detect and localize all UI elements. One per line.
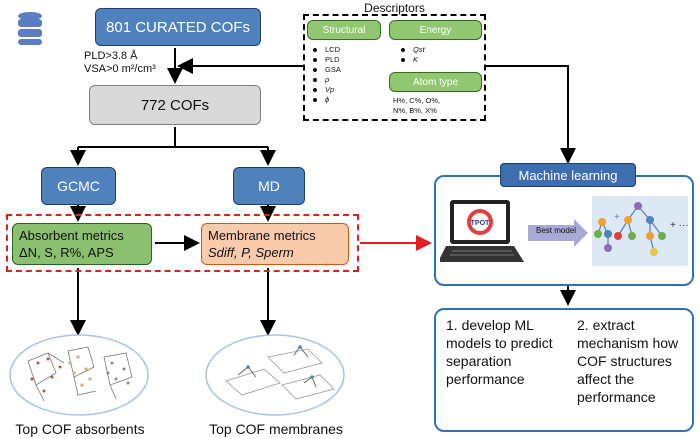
tpot-logo: TPOT [471, 220, 490, 227]
absorbent-metrics-box: Absorbent metrics ΔN, S, R%, APS [12, 223, 152, 265]
outcome-extract-mechanism: 2. extract mechanism how COF structures … [577, 317, 679, 405]
gcmc-box: GCMC [41, 167, 116, 205]
descriptor-item: Vp [313, 85, 341, 95]
curated-cofs-box: 801 CURATED COFs [95, 8, 261, 46]
descriptor-item: ϕ [313, 95, 341, 105]
descriptor-item: PLD [313, 55, 341, 65]
structural-tag: Structural [307, 20, 381, 40]
tree-model-graphic: + + ··· [592, 196, 688, 266]
energy-label: Energy [419, 24, 452, 36]
membrane-metrics-items: Sdiff, P, Sperm [208, 245, 294, 260]
descriptor-item: Qst [401, 45, 425, 55]
descriptor-item: GSA [313, 65, 341, 75]
cof-membranes-image [205, 334, 345, 416]
descriptor-item: K [401, 55, 425, 65]
filter-criteria: PLD>3.8 Å VSA>0 m²/cm³ [84, 50, 156, 76]
database-icon [18, 12, 42, 45]
atom-type-tag: Atom type [389, 72, 482, 92]
vsa-criterion: VSA>0 m²/cm³ [84, 63, 156, 75]
gcmc-label: GCMC [57, 178, 100, 194]
descriptor-item: ρ [313, 75, 341, 85]
md-label: MD [258, 178, 280, 194]
outcome-develop-models: 1. develop ML models to predict separati… [446, 317, 553, 387]
laptop-icon: TPOT [440, 200, 524, 262]
metrics-region [6, 214, 359, 272]
md-box: MD [233, 167, 305, 205]
atom-type-list: H%, C%, O%, N%, B%, X% [393, 96, 441, 115]
energy-tag: Energy [389, 20, 482, 40]
outcomes-panel [434, 308, 694, 432]
energy-list: Qst K [401, 45, 425, 65]
top-absorbents-caption: Top COF absorbents [15, 421, 145, 437]
curated-cofs-label: 801 CURATED COFs [106, 18, 250, 36]
filtered-cofs-box: 772 COFs [89, 85, 261, 125]
best-model-label: Best model [535, 226, 577, 235]
absorbent-metrics-title: Absorbent metrics [19, 228, 124, 243]
structural-label: Structural [322, 24, 366, 36]
descriptor-item: LCD [313, 45, 341, 55]
best-model-arrow [528, 219, 588, 247]
cof-absorbents-image [9, 334, 149, 416]
svg-text:+: + [614, 212, 620, 223]
membrane-metrics-title: Membrane metrics [208, 228, 316, 243]
svg-text:+ ···: + ··· [670, 220, 688, 231]
structural-list: LCD PLD GSA ρ Vp ϕ [313, 45, 341, 105]
descriptors-panel [303, 14, 486, 121]
descriptors-title: Descriptors [364, 1, 425, 15]
membrane-metrics-box: Membrane metrics Sdiff, P, Sperm [201, 223, 349, 265]
filtered-cofs-label: 772 COFs [140, 96, 210, 114]
atom-type-label: Atom type [412, 76, 459, 88]
absorbent-metrics-items: ΔN, S, R%, APS [19, 245, 114, 260]
pld-criterion: PLD>3.8 Å [84, 50, 138, 62]
ml-title: Machine learning [500, 163, 636, 187]
top-membranes-caption: Top COF membranes [209, 421, 343, 437]
